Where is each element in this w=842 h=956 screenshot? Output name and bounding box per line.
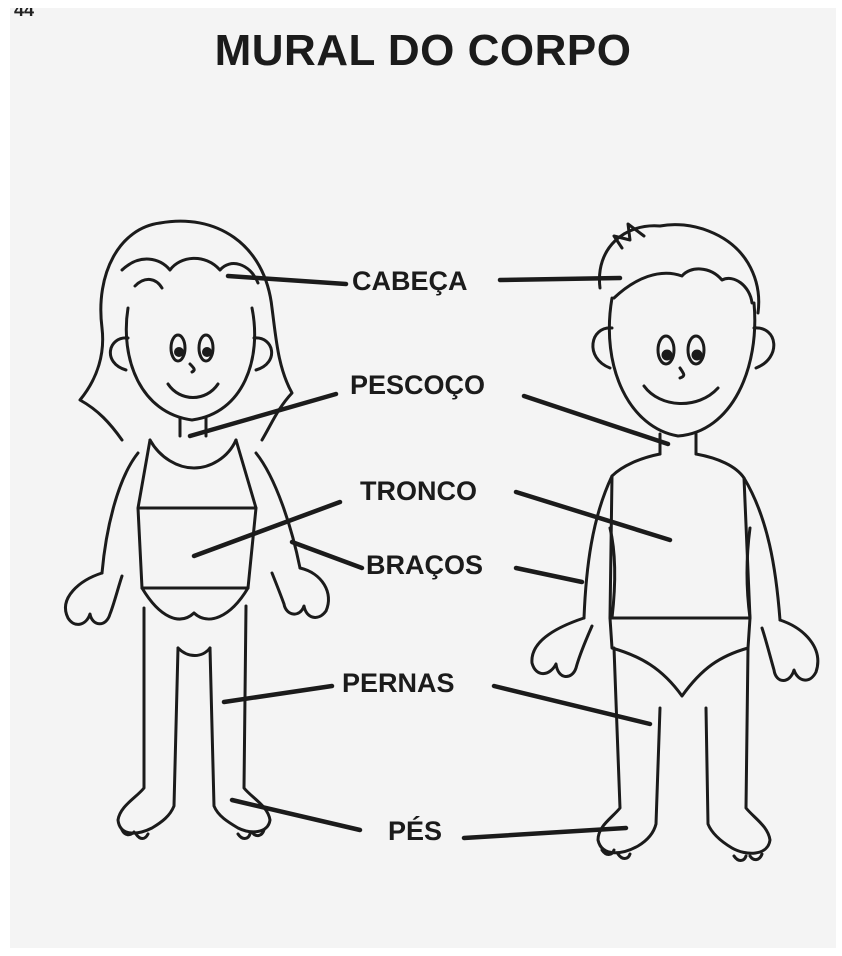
label-cabeca: CABEÇA [352, 266, 468, 296]
pointer-cabeca-girl [225, 273, 349, 287]
page-number: 44 [14, 8, 35, 20]
label-pernas: PERNAS [342, 668, 455, 698]
pointer-pernas-girl [221, 683, 335, 705]
label-pointer-lines [187, 273, 673, 841]
pointer-tronco-boy [513, 489, 673, 543]
worksheet-page: 44 MURAL DO CORPO [10, 8, 836, 948]
label-bracos: BRAÇOS [366, 550, 484, 580]
label-pescoco: PESCOÇO [350, 370, 486, 400]
label-pes: PÉS [388, 816, 443, 846]
pointer-pescoco-boy [521, 393, 671, 447]
pointer-pernas-boy [491, 683, 653, 727]
pointer-bracos-boy [513, 565, 585, 585]
pointer-pescoco-girl [187, 391, 339, 439]
pointer-pes-girl [229, 797, 363, 833]
pointer-bracos-girl [289, 539, 365, 571]
pointer-cabeca-boy [497, 275, 623, 283]
body-diagram-illustration [64, 219, 820, 862]
pointer-tronco-girl [191, 499, 343, 559]
boy-figure [530, 222, 820, 862]
pointer-pes-boy [461, 825, 629, 841]
girl-figure [64, 219, 330, 840]
label-tronco: TRONCO [360, 476, 477, 506]
page-title: MURAL DO CORPO [214, 26, 632, 75]
